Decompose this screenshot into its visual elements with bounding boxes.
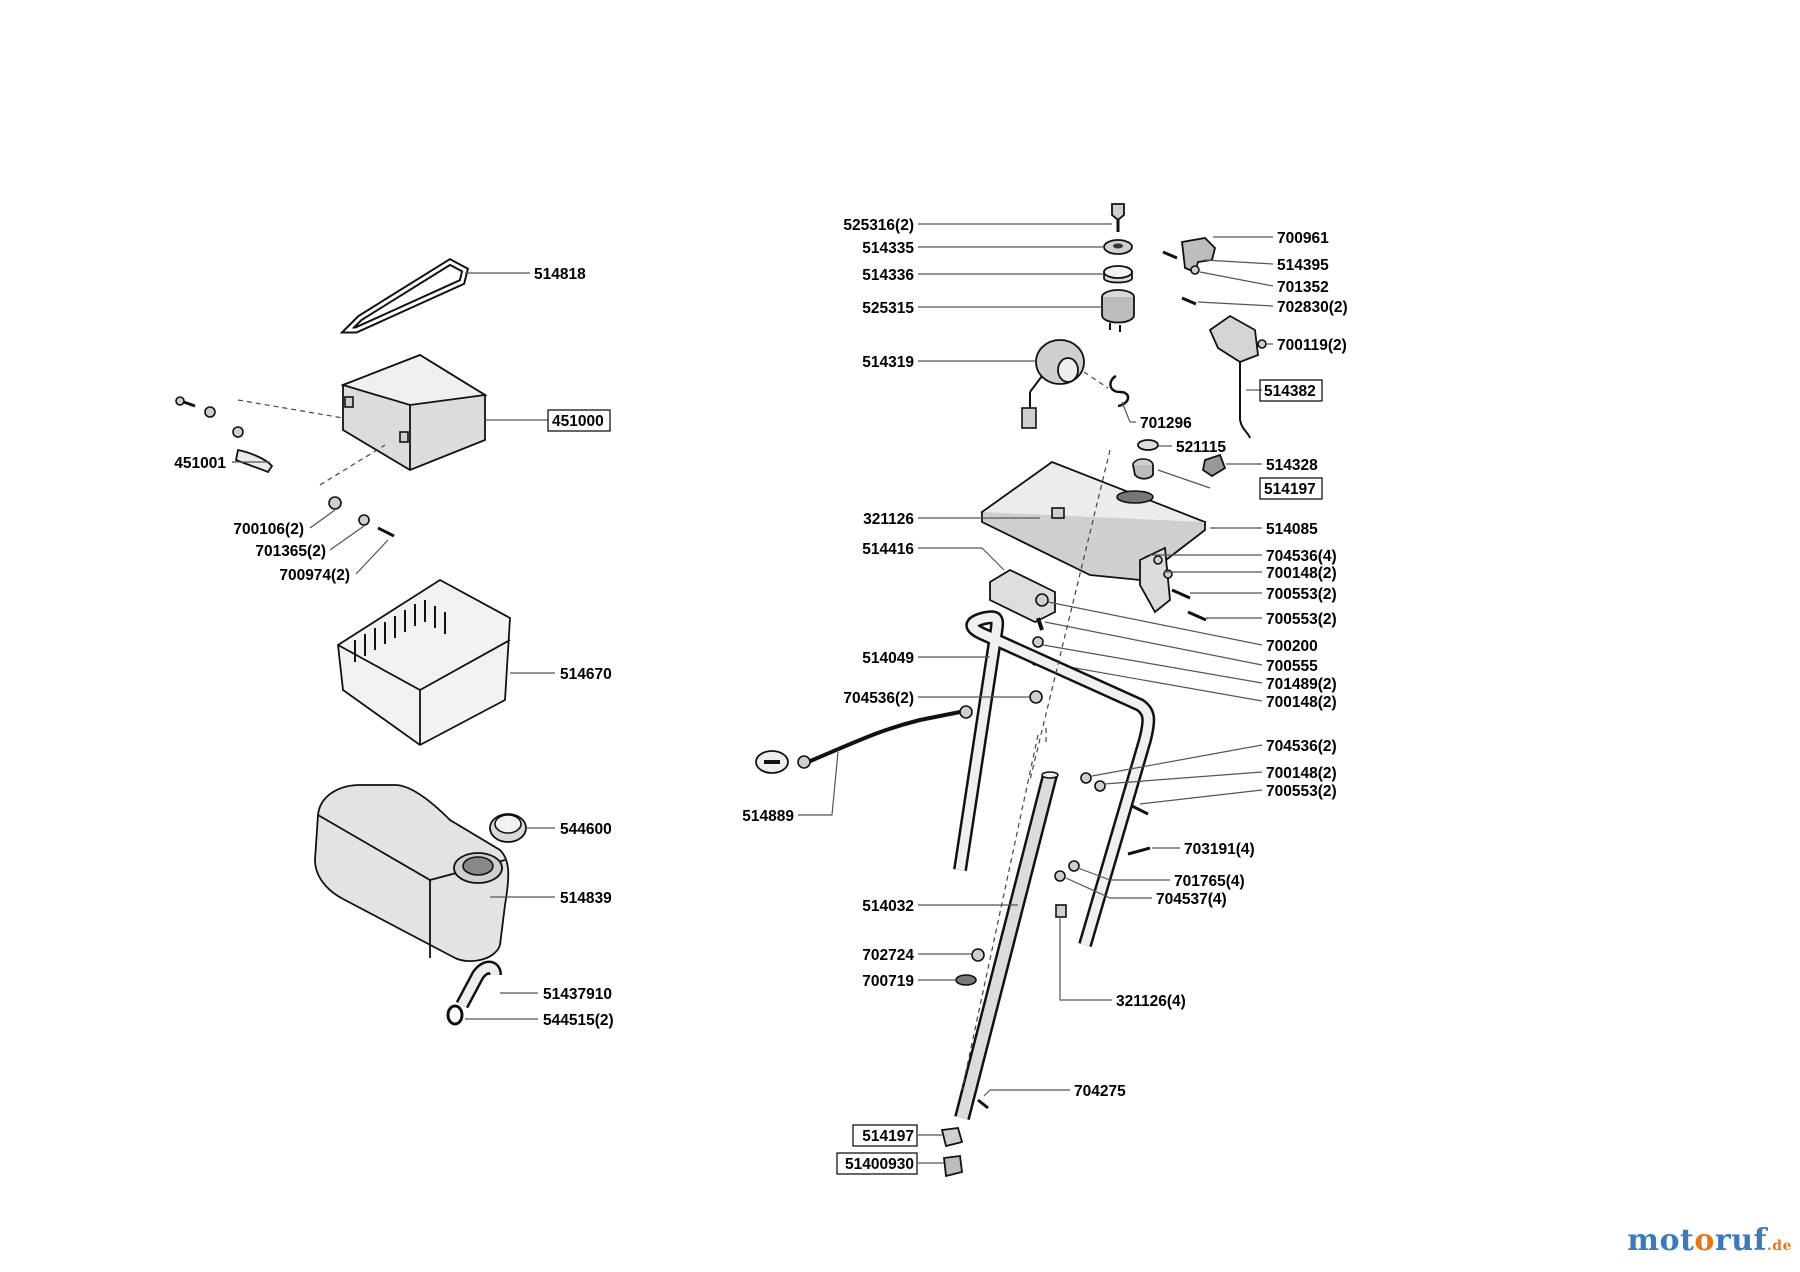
label-704536-a: 704536(2) <box>843 690 914 707</box>
battery-strap-part <box>339 257 470 334</box>
label-700555: 700555 <box>1266 658 1318 675</box>
label-703191: 703191(4) <box>1184 841 1255 858</box>
label-521115: 521115 <box>1176 439 1226 456</box>
label-514416: 514416 <box>862 541 914 558</box>
switch-knob-part <box>1132 458 1154 480</box>
label-700719: 700719 <box>862 973 914 990</box>
label-321126-4: 321126(4) <box>1116 993 1186 1010</box>
label-451000: 451000 <box>552 413 604 430</box>
label-514328: 514328 <box>1266 457 1318 474</box>
battery-terminal-screws <box>175 396 244 438</box>
watermark-part1: mot <box>1627 1223 1695 1258</box>
watermark-tld: .de <box>1766 1238 1792 1254</box>
label-514336: 514336 <box>862 267 914 284</box>
label-704275: 704275 <box>1074 1083 1126 1100</box>
label-514319: 514319 <box>862 354 914 371</box>
label-704537: 704537(4) <box>1156 891 1227 908</box>
watermark-logo: motoruf.de <box>1627 1223 1792 1258</box>
label-451001: 451001 <box>174 455 226 472</box>
watermark-part3: ruf <box>1714 1223 1767 1258</box>
connector-part <box>1201 453 1227 478</box>
label-514049: 514049 <box>862 650 914 667</box>
label-514197-top: 514197 <box>1264 481 1316 498</box>
label-701352: 701352 <box>1277 279 1329 296</box>
label-700553-a: 700553(2) <box>1266 586 1337 603</box>
label-701489: 701489(2) <box>1266 676 1337 693</box>
label-700148-a: 700148(2) <box>1266 565 1337 582</box>
label-702830: 702830(2) <box>1277 299 1348 316</box>
fuel-tank-part <box>314 784 510 962</box>
label-701765: 701765(4) <box>1174 873 1245 890</box>
label-700553-b: 700553(2) <box>1266 611 1337 628</box>
ignition-switch-part <box>1101 289 1135 332</box>
label-514032: 514032 <box>862 898 914 915</box>
label-514889: 514889 <box>742 808 794 825</box>
dashboard-panel-part <box>980 460 1207 581</box>
fuel-cap-part <box>489 813 527 843</box>
label-704536-4: 704536(4) <box>1266 548 1337 565</box>
label-700200: 700200 <box>1266 638 1318 655</box>
label-544515: 544515(2) <box>543 1012 614 1029</box>
label-700974: 700974(2) <box>279 567 350 584</box>
label-704536-b: 704536(2) <box>1266 738 1337 755</box>
label-700148-c: 700148(2) <box>1266 765 1337 782</box>
label-701365: 701365(2) <box>255 543 326 560</box>
label-514382: 514382 <box>1264 383 1316 400</box>
hour-meter-part <box>1021 339 1085 429</box>
label-514818: 514818 <box>534 266 586 283</box>
label-525316: 525316(2) <box>843 217 914 234</box>
battery-tray-part <box>337 578 511 747</box>
label-701296: 701296 <box>1140 415 1192 432</box>
label-544600: 544600 <box>560 821 612 838</box>
label-514085: 514085 <box>1266 521 1318 538</box>
label-51437910: 51437910 <box>543 986 612 1003</box>
label-525315: 525315 <box>862 300 914 317</box>
label-514839: 514839 <box>560 890 612 907</box>
label-321126: 321126 <box>863 511 914 528</box>
label-51400930: 51400930 <box>845 1156 914 1173</box>
label-514395: 514395 <box>1277 257 1329 274</box>
label-700106: 700106(2) <box>233 521 304 538</box>
label-702724: 702724 <box>862 947 914 964</box>
steering-column-part <box>954 771 1059 1120</box>
ignition-key-part <box>1111 203 1125 232</box>
battery-part <box>340 353 488 472</box>
lever-bracket-parts <box>1162 237 1267 439</box>
label-514670: 514670 <box>560 666 612 683</box>
label-514197-bottom: 514197 <box>862 1128 914 1145</box>
battery-bracket-fasteners <box>328 496 395 538</box>
label-700148-b: 700148(2) <box>1266 694 1337 711</box>
terminal-cover-part <box>234 448 274 474</box>
label-514335: 514335 <box>862 240 914 257</box>
label-700961: 700961 <box>1277 230 1329 247</box>
mount-bracket-part <box>989 568 1056 624</box>
handle-frame-part <box>953 610 1156 947</box>
ground-cable-part <box>755 705 973 774</box>
watermark-part2: o <box>1694 1223 1715 1258</box>
label-700553-c: 700553(2) <box>1266 783 1337 800</box>
label-700119: 700119(2) <box>1277 337 1347 354</box>
